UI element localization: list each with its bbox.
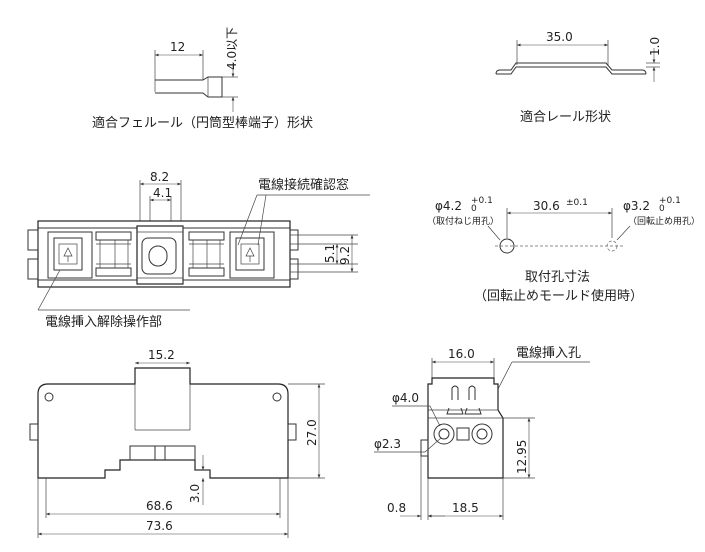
pitch-tol: ±0.1 — [566, 198, 588, 208]
mounting-hole-drawing: φ4.2 +0.1 0 （取付ねじ用孔） 30.6 ±0.1 φ3.2 +0.1… — [427, 196, 700, 304]
side-dim-18-5: 18.5 — [452, 501, 479, 515]
hole-left-dim: φ4.2 — [435, 199, 462, 213]
pitch-dim: 30.6 — [533, 199, 560, 213]
side-dim-16-0: 16.0 — [448, 347, 475, 361]
hole-right-note: （回転止め用孔） — [628, 215, 700, 227]
rail-width-dim: 35.0 — [546, 30, 573, 44]
ferrule-diameter-dim: 4.0以下 — [225, 27, 239, 70]
mounting-caption-2: （回転止めモールド使用時） — [474, 288, 643, 304]
front-dim-68-6: 68.6 — [146, 499, 173, 513]
top-dim-4-1: 4.1 — [153, 186, 172, 200]
top-dim-9-2: 9.2 — [338, 246, 352, 265]
top-dim-8-2: 8.2 — [150, 170, 169, 184]
top-view-drawing: 8.2 4.1 — [27, 170, 370, 330]
hole-left-tol-down: 0 — [471, 204, 477, 214]
hole-left-note: （取付ねじ用孔） — [427, 216, 499, 227]
wire-release-label: 電線挿入解除操作部 — [45, 314, 162, 330]
front-dim-27-0: 27.0 — [305, 419, 319, 446]
side-dim-12-95: 12.95 — [515, 440, 529, 474]
front-dim-73-6: 73.6 — [146, 519, 173, 533]
side-dim-phi4: φ4.0 — [392, 391, 419, 405]
front-dim-15-2: 15.2 — [148, 348, 175, 362]
ferrule-length-dim: 12 — [170, 40, 185, 54]
ferrule-caption: 適合フェルール（円筒型棒端子）形状 — [92, 115, 313, 131]
rail-caption: 適合レール形状 — [520, 109, 611, 125]
ferrule-drawing: 12 4.0以下 適合フェルール（円筒型棒端子）形状 — [92, 27, 313, 131]
rail-drawing: 35.0 1.0 適合レール形状 — [495, 30, 662, 125]
side-dim-phi2-3: φ2.3 — [374, 437, 401, 451]
hole-right-tol-up: +0.1 — [659, 196, 681, 206]
side-dim-0-8: 0.8 — [387, 501, 406, 515]
hole-left-tol-up: +0.1 — [471, 196, 493, 206]
front-dim-3-0: 3.0 — [188, 484, 202, 503]
mounting-caption-1: 取付孔寸法 — [525, 270, 590, 285]
front-view-drawing: 15.2 27.0 3.0 68.6 73.6 — [29, 348, 325, 538]
wire-connection-window-label: 電線接続確認窓 — [258, 177, 349, 193]
hole-right-tol-down: 0 — [659, 204, 665, 214]
wire-insert-hole-label: 電線挿入孔 — [516, 345, 581, 361]
hole-right-dim: φ3.2 — [623, 199, 650, 213]
rail-thickness-dim: 1.0 — [648, 37, 662, 56]
side-view-drawing: 16.0 電線挿入孔 φ4.0 φ2.3 12.95 — [374, 345, 590, 520]
top-dim-5-1: 5.1 — [323, 244, 337, 263]
